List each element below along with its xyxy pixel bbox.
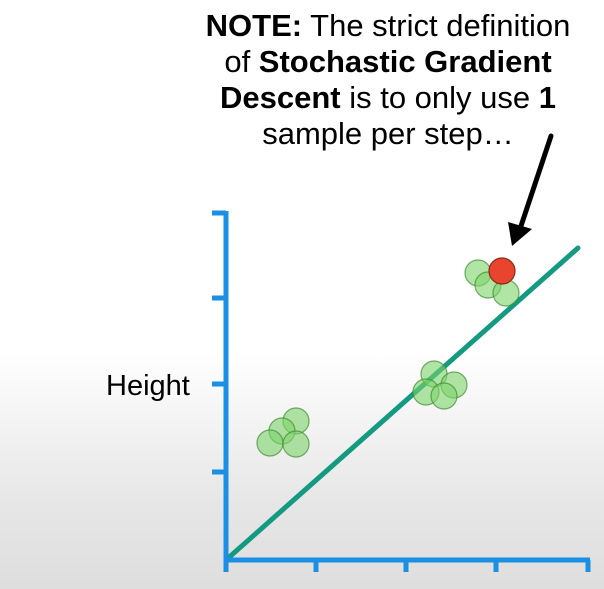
note-line2: of bbox=[224, 44, 259, 79]
note-line4: sample per step… bbox=[262, 116, 514, 151]
note-line1: The strict definition bbox=[302, 8, 571, 43]
note-line3: is to only use bbox=[340, 80, 539, 115]
note-descent-bold: Descent bbox=[219, 80, 341, 115]
data-point bbox=[430, 382, 458, 410]
note-text: NOTE: The strict definition of Stochasti… bbox=[178, 8, 598, 152]
highlighted-sample-point bbox=[488, 257, 516, 285]
data-point bbox=[256, 429, 284, 457]
axes bbox=[212, 210, 591, 572]
cluster-left bbox=[256, 407, 310, 458]
fit-line bbox=[223, 245, 581, 563]
y-axis-label: Height bbox=[106, 370, 190, 402]
note-sgd-bold: Stochastic Gradient bbox=[258, 44, 552, 79]
note-one-bold: 1 bbox=[538, 80, 556, 115]
data-point bbox=[282, 430, 310, 458]
arrow-icon bbox=[508, 133, 554, 246]
cluster-middle bbox=[412, 360, 468, 410]
note-bold-label: NOTE: bbox=[205, 8, 303, 43]
